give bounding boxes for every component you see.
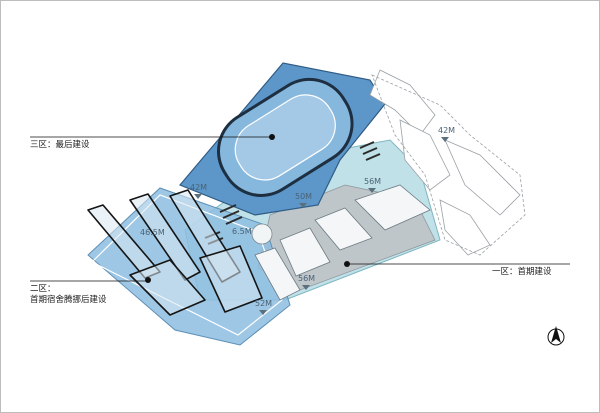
height-6-5: 6.5M: [232, 227, 252, 236]
track-field: [234, 94, 336, 181]
zone3-label: 三区：最后建设: [30, 140, 90, 151]
existing-buildings: [369, 69, 521, 256]
site-boundary-right: [371, 74, 526, 256]
height-42-left: 42M: [190, 183, 207, 192]
height-56-top: 56M: [364, 177, 381, 186]
zone2-marker: [145, 277, 151, 283]
height-46-5: 46.5M: [140, 228, 165, 237]
zone2-label-line1: 二区：: [30, 284, 56, 294]
zone1-label: 一区：首期建设: [492, 267, 552, 278]
pavilion: [251, 223, 273, 245]
stairs-right: [359, 141, 381, 161]
zone1-label-text: 一区：首期建设: [492, 267, 552, 277]
height-42-right: 42M: [438, 126, 455, 135]
zone1-buildings: [254, 184, 431, 301]
height-52: 52M: [255, 299, 272, 308]
zone2-label: 二区： 首期宿舍腾挪后建设: [30, 284, 107, 306]
zone3-label-text: 三区：最后建设: [30, 140, 90, 150]
zone2-label-line2: 首期宿舍腾挪后建设: [30, 295, 107, 305]
north-arrow-icon: [547, 326, 565, 346]
height-markers: 42M 42M 50M 56M 46.5M 6.5M 56M 52M: [140, 126, 455, 315]
zone2-buildings: [87, 189, 263, 316]
height-56-mid: 56M: [298, 274, 315, 283]
height-50: 50M: [295, 192, 312, 201]
